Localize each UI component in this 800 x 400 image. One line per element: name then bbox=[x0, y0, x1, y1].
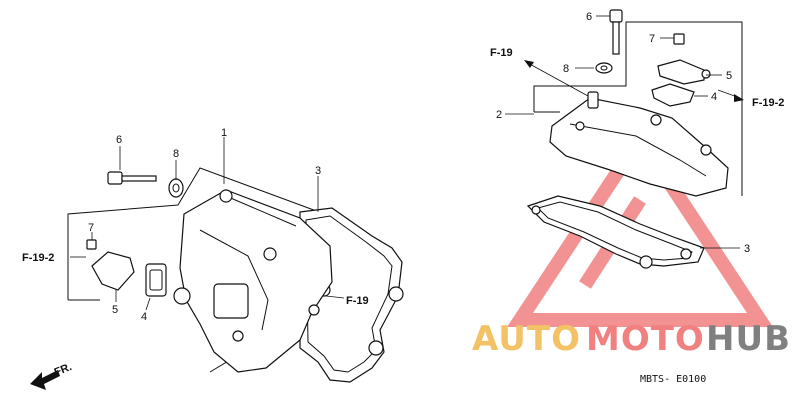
left-callout-8: 8 bbox=[173, 148, 179, 160]
left-callout-5: 5 bbox=[112, 304, 118, 316]
right-callout-2: 2 bbox=[496, 109, 502, 121]
left-gasket-grommet-2 bbox=[368, 340, 384, 356]
left-cover-bolt-3 bbox=[263, 247, 277, 261]
left-gasket-grommet-1 bbox=[388, 286, 404, 302]
right-callout-8: 8 bbox=[563, 63, 569, 75]
left-bolt-6 bbox=[107, 171, 157, 185]
right-cover-ridge bbox=[569, 123, 707, 177]
left-cover-rib-2 bbox=[225, 195, 297, 227]
front-label: FR. bbox=[53, 361, 74, 379]
right-cylinder-cover bbox=[549, 97, 729, 197]
right-cover-bolt-1 bbox=[650, 114, 662, 126]
left-cover-bolt-1 bbox=[173, 287, 191, 305]
right-callout-5: 5 bbox=[726, 70, 732, 82]
right-ref-f19-2: F-19-2 bbox=[752, 97, 784, 109]
left-callout-6: 6 bbox=[116, 134, 122, 146]
right-callout-7: 7 bbox=[649, 33, 655, 45]
left-bolt-7 bbox=[86, 239, 97, 250]
right-callout-4: 4 bbox=[711, 91, 717, 103]
logo-text-auto: AUTO bbox=[472, 319, 581, 359]
right-gasket-grommet-2 bbox=[680, 248, 692, 260]
left-group-frame bbox=[67, 167, 331, 300]
left-cover-bolt-4 bbox=[232, 330, 244, 342]
left-washer-8 bbox=[168, 178, 184, 198]
right-washer-8 bbox=[595, 62, 613, 74]
left-callout-7: 7 bbox=[88, 222, 94, 234]
logo-text-moto: MOTO bbox=[586, 319, 705, 359]
logo-text-hub: HUB bbox=[706, 319, 791, 359]
right-cover-bolt-3 bbox=[575, 121, 585, 131]
right-assembly: 2 3 4 5 6 7 8 F-19 F-19-2 MBTS- E0100 bbox=[490, 9, 784, 385]
left-ref-f19-2: F-19-2 bbox=[22, 252, 54, 264]
left-cover-bolt-2 bbox=[219, 189, 233, 203]
left-rubber-4 bbox=[145, 263, 167, 297]
right-gasket-grommet-3 bbox=[531, 205, 541, 215]
right-callout-6: 6 bbox=[586, 11, 592, 23]
left-cover-boss bbox=[213, 283, 249, 319]
left-cylinder-cover bbox=[179, 189, 333, 373]
diagram-code: MBTS- E0100 bbox=[640, 374, 706, 385]
right-bolt-7 bbox=[673, 33, 685, 45]
left-callout-3: 3 bbox=[315, 165, 321, 177]
right-gasket bbox=[526, 195, 705, 267]
right-bracket-5 bbox=[657, 59, 705, 85]
front-arrow-icon bbox=[30, 370, 60, 390]
right-bolt-6 bbox=[609, 9, 623, 55]
left-cover-rib bbox=[199, 229, 269, 331]
left-cover-bolt-5 bbox=[308, 304, 320, 316]
left-assembly: 1 3 4 5 6 7 8 F-19-2 F-19 FR. bbox=[22, 127, 404, 390]
right-rubber-4 bbox=[651, 83, 695, 107]
left-ref-f19: F-19 bbox=[346, 295, 369, 307]
right-cover-bolt-2 bbox=[700, 144, 712, 156]
right-cover-stud bbox=[587, 91, 599, 109]
left-gasket-inner bbox=[305, 215, 393, 373]
right-gasket-grommet-1 bbox=[639, 255, 653, 269]
right-group-frame bbox=[533, 21, 743, 196]
left-bracket-5 bbox=[91, 251, 135, 291]
left-callout-1: 1 bbox=[221, 127, 227, 139]
left-callout-4: 4 bbox=[141, 311, 147, 323]
right-ref-f19: F-19 bbox=[490, 47, 513, 59]
right-callout-3: 3 bbox=[744, 243, 750, 255]
